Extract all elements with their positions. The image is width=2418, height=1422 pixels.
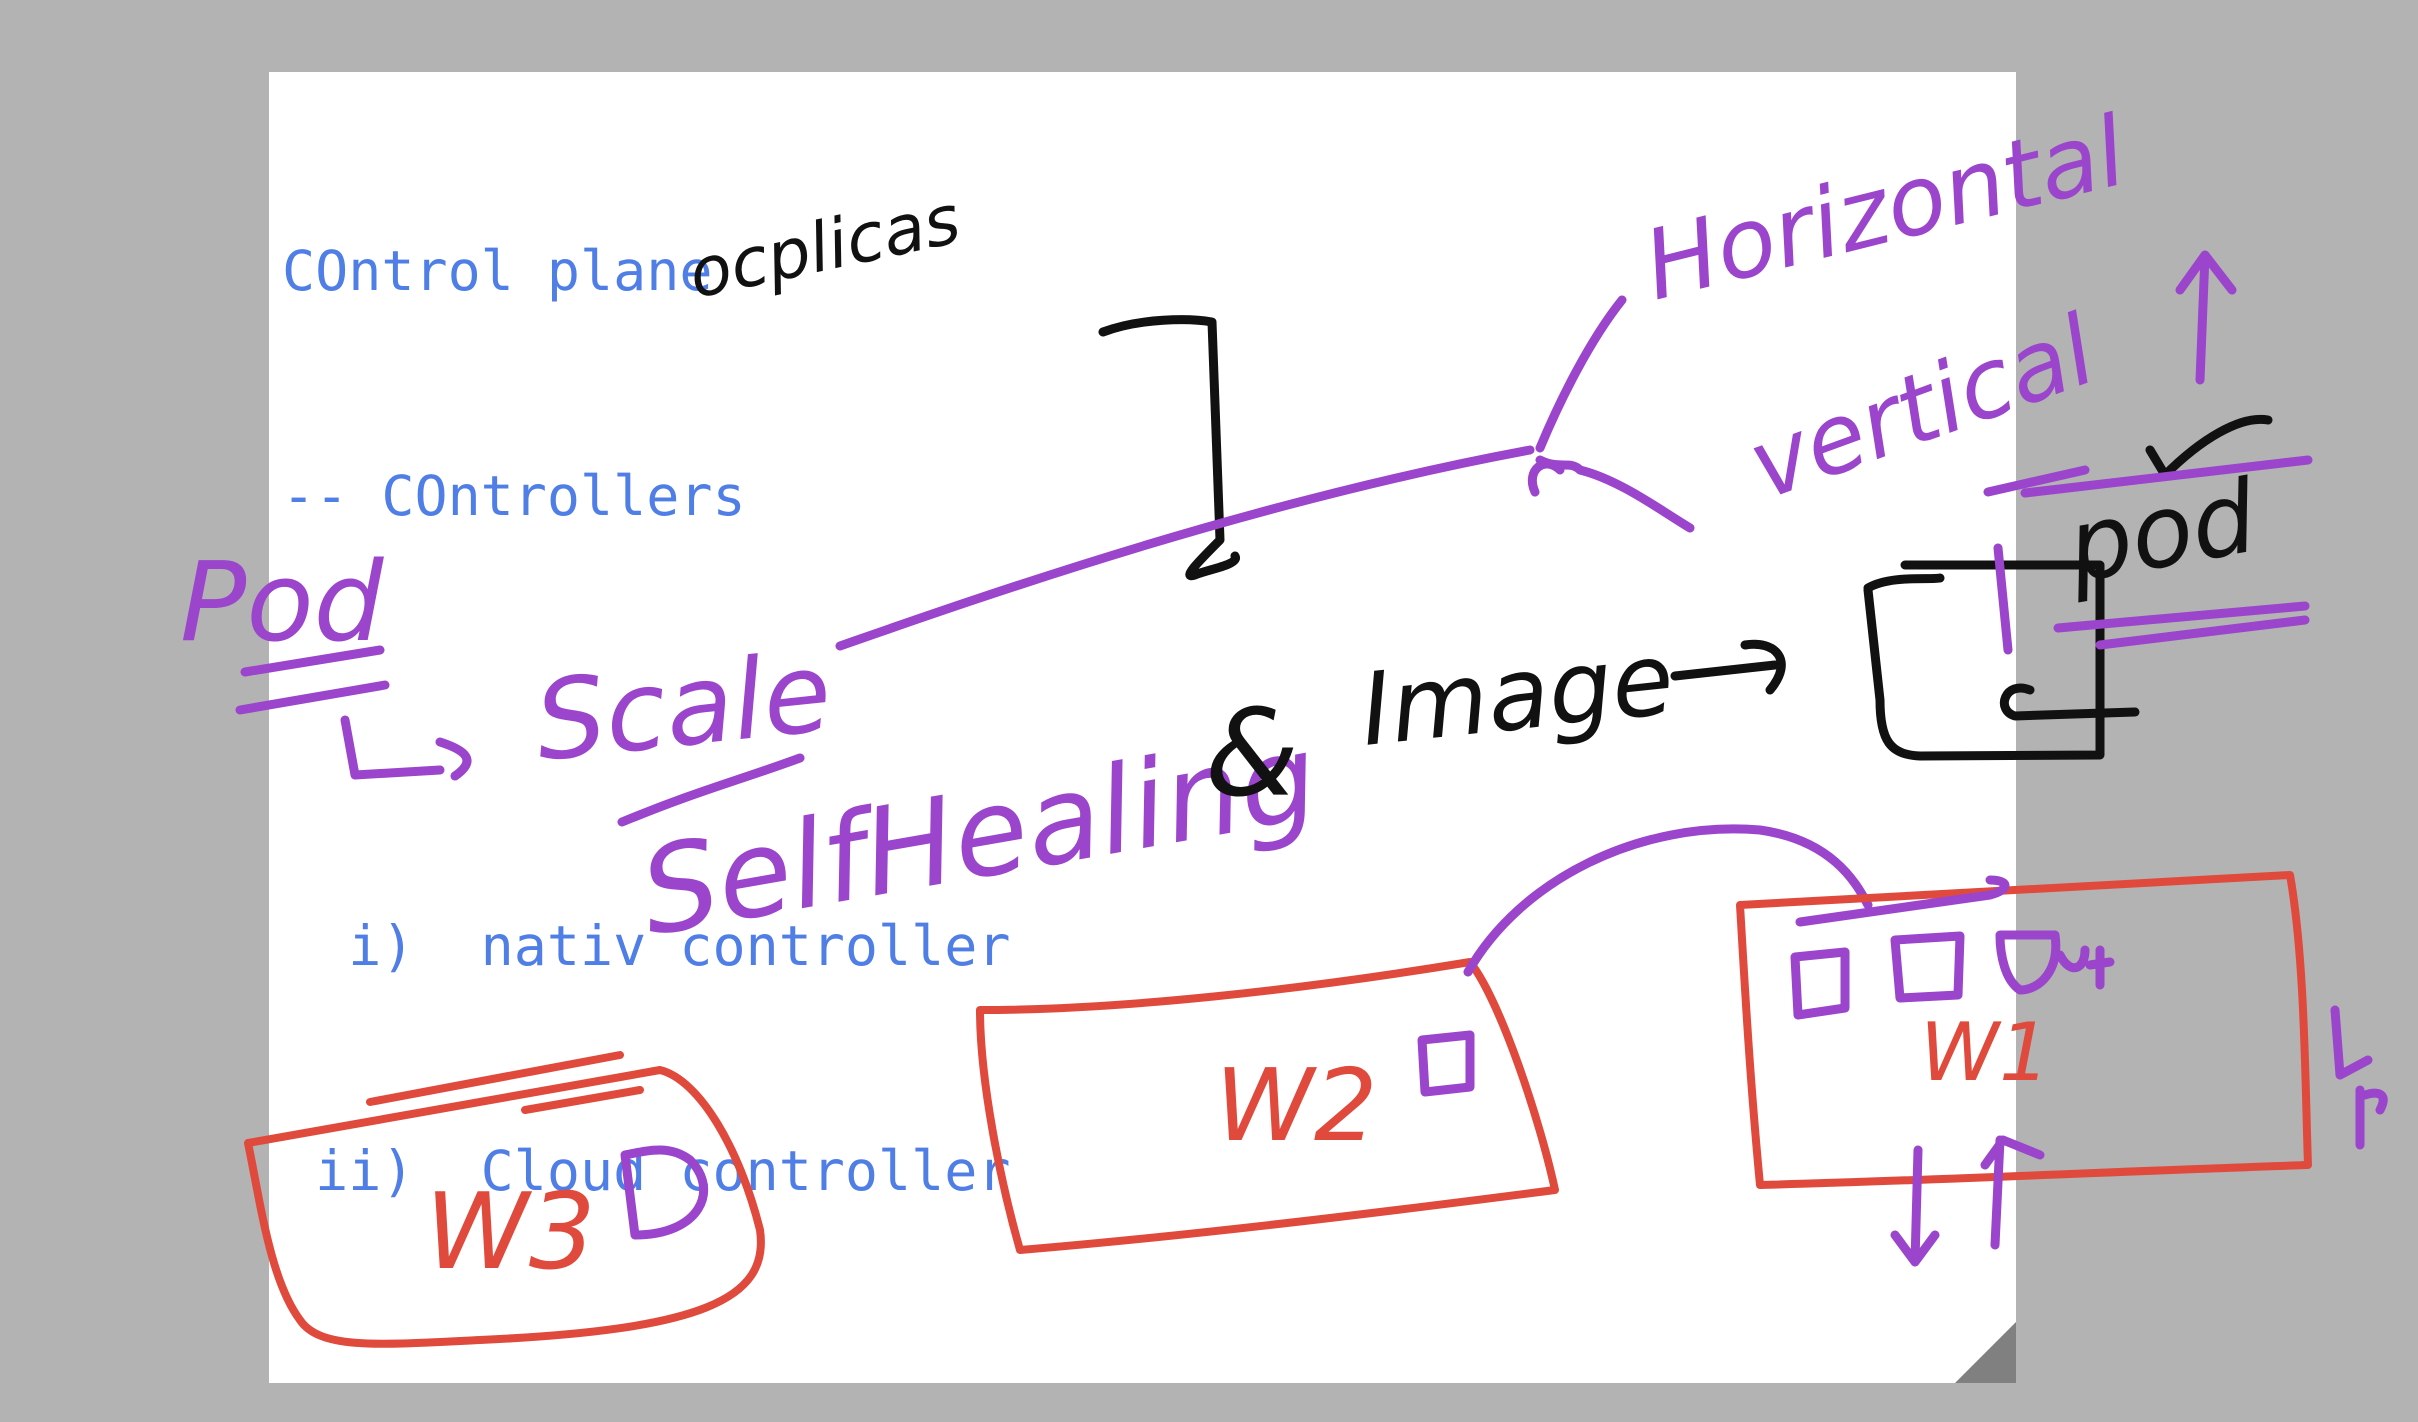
up-arrow-icon bbox=[2175, 250, 2237, 385]
handwriting-horizontal: Horizontal bbox=[1633, 95, 2136, 322]
worker-node-w1-box bbox=[1736, 871, 2312, 1189]
scale-down-arrows-icon bbox=[1890, 1135, 2045, 1267]
handwriting-pod-left: Pod bbox=[180, 538, 385, 666]
handwriting-replicas: ocplicas bbox=[682, 180, 967, 314]
typed-line-control-plane: COntrol plane bbox=[282, 239, 713, 303]
w3-pod-icon bbox=[620, 1145, 709, 1240]
horizontal-branch-line bbox=[1535, 295, 1627, 453]
scale-underline bbox=[617, 753, 805, 827]
worker-node-w2-box bbox=[976, 958, 1559, 1254]
handwriting-and: & bbox=[1205, 685, 1299, 824]
handwriting-image: Image bbox=[1355, 620, 1679, 769]
worker-node-w3-box bbox=[244, 1066, 765, 1348]
page-corner-fold-icon bbox=[1955, 1322, 2016, 1383]
pod-hook-arrow-icon bbox=[340, 715, 472, 781]
bracket-to-replicas bbox=[1098, 315, 1240, 581]
pod-check-mark bbox=[2145, 414, 2273, 480]
w2-pod-icon bbox=[1417, 1030, 1475, 1097]
typed-notes: COntrol plane -- COntrollers i) nativ co… bbox=[282, 84, 1010, 1284]
pod-strike-top bbox=[1983, 455, 2313, 498]
container-box bbox=[1863, 560, 2105, 761]
worker-label-w3: W3 bbox=[425, 1171, 596, 1293]
image-arrow-icon bbox=[1670, 639, 1786, 695]
container-inner-mark bbox=[1999, 683, 2140, 721]
w1-extra-marks bbox=[2055, 945, 2115, 990]
typed-line-controllers: -- COntrollers bbox=[282, 464, 746, 528]
scale-right-arrow-icon bbox=[2330, 1005, 2388, 1150]
w1-pod-icon-2 bbox=[1890, 931, 1965, 1003]
w1-pod-rule bbox=[1795, 875, 2010, 927]
typed-line-native-controller: i) nativ controller bbox=[282, 914, 1011, 978]
w1-pod-icon-1 bbox=[1790, 947, 1850, 1020]
scale-connector-line bbox=[835, 445, 1535, 651]
pod-vertical-tick bbox=[1993, 543, 2013, 655]
worker-label-w1: W1 bbox=[1920, 1006, 2050, 1099]
w1-pod-icon-3 bbox=[1995, 930, 2061, 995]
w3-accent-lines bbox=[366, 1051, 644, 1114]
pod-move-arc bbox=[1463, 824, 1873, 977]
pod-underline bbox=[235, 645, 390, 715]
worker-label-w2: W2 bbox=[1215, 1047, 1378, 1164]
pod-strike-bottom bbox=[2053, 601, 2310, 650]
typed-line-cloud-controller: ii) Cloud controller bbox=[282, 1139, 1011, 1203]
scale-branch-tick bbox=[1527, 459, 1565, 497]
whiteboard-canvas[interactable] bbox=[269, 72, 2016, 1383]
